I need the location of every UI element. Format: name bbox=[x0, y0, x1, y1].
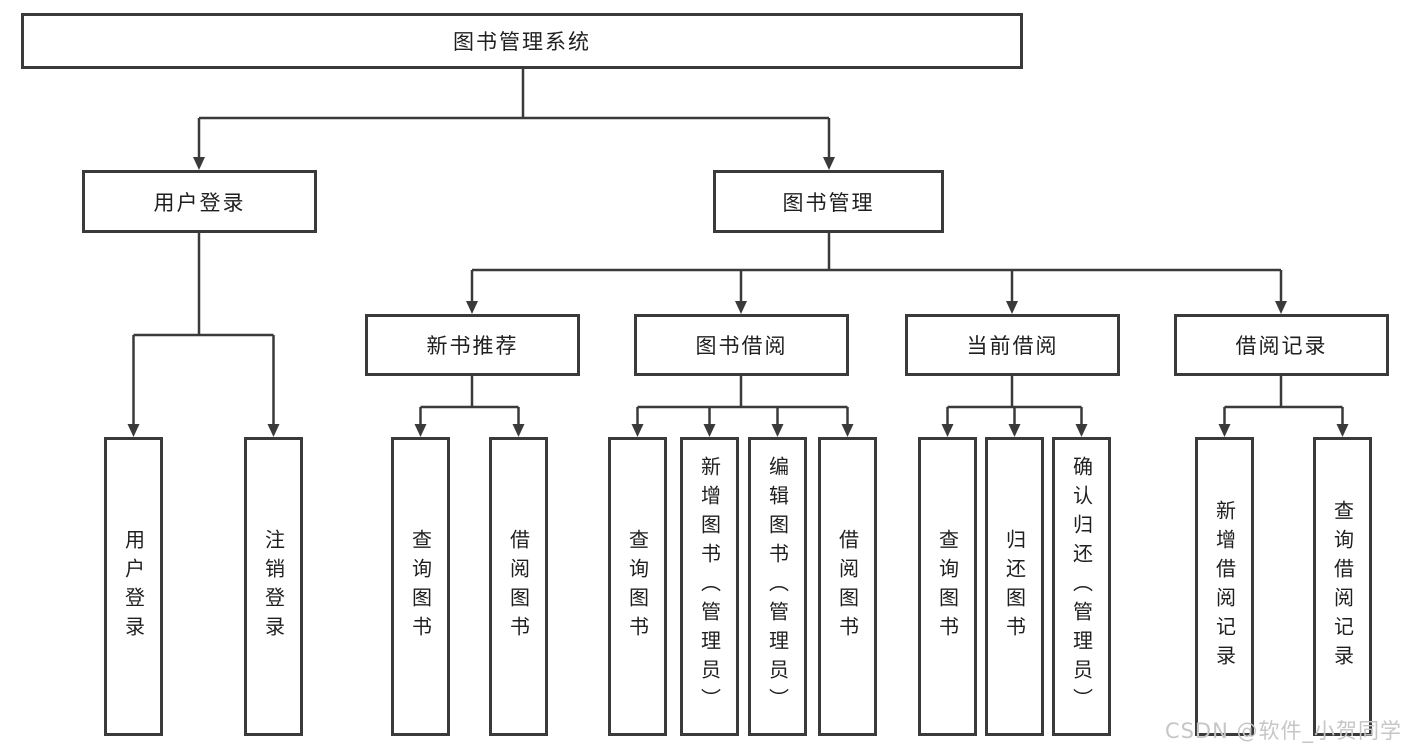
node-book-borrowing: 图书借阅 bbox=[634, 314, 849, 376]
node-label: 新书推荐 bbox=[426, 334, 519, 358]
node-user-login: 用户登录 bbox=[82, 170, 317, 233]
leaf-add-borrow-record: 新增借阅记录 bbox=[1195, 437, 1254, 736]
node-borrowing-records: 借阅记录 bbox=[1174, 314, 1389, 376]
connector-bookmgmt-to-level3 bbox=[470, 233, 1283, 302]
leaf-user-login: 用户登录 bbox=[104, 437, 163, 736]
leaf-label: 用户登录 bbox=[121, 528, 146, 645]
node-label: 图书管理 bbox=[782, 190, 875, 215]
leaf-label: 借阅图书 bbox=[506, 528, 531, 645]
leaf-borrow-query-books: 查询图书 bbox=[608, 437, 667, 736]
leaf-edit-books-admin: 编辑图书（管理员） bbox=[748, 437, 807, 736]
leaf-logout: 注销登录 bbox=[244, 437, 303, 736]
connector-newbookrec-to-leaves bbox=[419, 376, 520, 425]
leaf-label: 归还图书 bbox=[1002, 528, 1027, 645]
leaf-add-books-admin: 新增图书（管理员） bbox=[680, 437, 739, 736]
connector-userlogin-to-leaves bbox=[132, 233, 275, 425]
leaf-label: 查询图书 bbox=[935, 528, 960, 645]
connector-bookborrow-to-leaves bbox=[636, 376, 849, 425]
leaf-label: 编辑图书（管理员） bbox=[765, 456, 790, 717]
node-label: 借阅记录 bbox=[1235, 334, 1328, 358]
leaf-label: 查询图书 bbox=[625, 528, 650, 645]
leaf-borrow-books: 借阅图书 bbox=[818, 437, 877, 736]
leaf-return-books: 归还图书 bbox=[985, 437, 1044, 736]
leaf-query-borrow-record: 查询借阅记录 bbox=[1313, 437, 1372, 736]
node-library-management-system: 图书管理系统 bbox=[21, 13, 1023, 69]
leaf-newbook-borrow-books: 借阅图书 bbox=[489, 437, 548, 736]
leaf-label: 查询图书 bbox=[408, 528, 433, 645]
leaf-current-query-books: 查询图书 bbox=[918, 437, 977, 736]
leaf-newbook-query-books: 查询图书 bbox=[391, 437, 450, 736]
node-current-borrowing: 当前借阅 bbox=[905, 314, 1120, 376]
leaf-label: 确认归还（管理员） bbox=[1069, 456, 1094, 717]
node-new-book-recommendation: 新书推荐 bbox=[365, 314, 580, 376]
csdn-watermark: CSDN @软件_小贺同学 bbox=[1164, 719, 1402, 743]
node-label: 图书管理系统 bbox=[453, 30, 591, 54]
leaf-label: 新增借阅记录 bbox=[1212, 499, 1237, 674]
leaf-label: 新增图书（管理员） bbox=[697, 456, 722, 717]
node-book-management: 图书管理 bbox=[713, 170, 944, 233]
leaf-label: 查询借阅记录 bbox=[1330, 499, 1355, 674]
node-label: 用户登录 bbox=[153, 190, 246, 215]
connector-borrowrecords-to-leaves bbox=[1223, 376, 1344, 425]
leaf-confirm-return-admin: 确认归还（管理员） bbox=[1052, 437, 1111, 736]
connector-currentborrow-to-leaves bbox=[946, 376, 1083, 425]
leaf-label: 借阅图书 bbox=[835, 528, 860, 645]
leaf-label: 注销登录 bbox=[261, 528, 286, 645]
node-label: 图书借阅 bbox=[695, 334, 788, 358]
node-label: 当前借阅 bbox=[966, 334, 1059, 358]
connector-root-to-level2 bbox=[197, 68, 831, 158]
